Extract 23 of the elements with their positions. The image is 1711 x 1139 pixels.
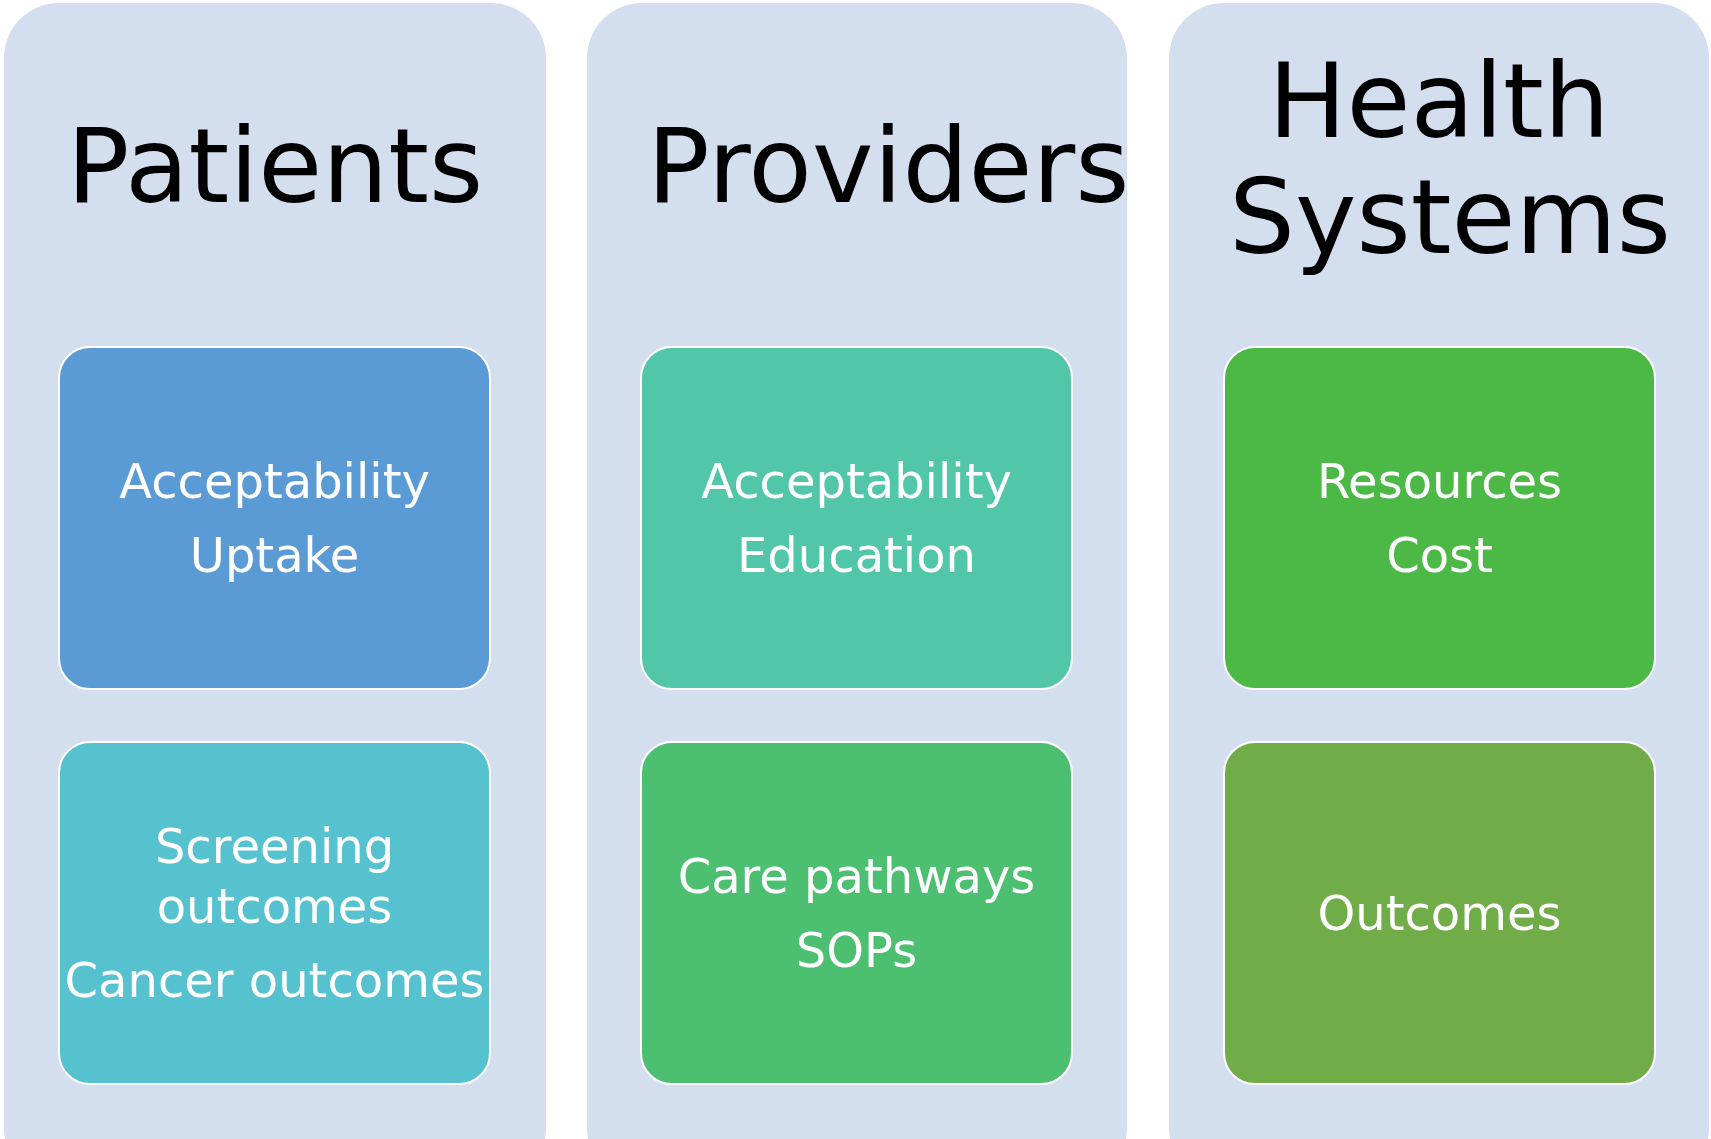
box-text: Screening outcomes bbox=[153, 817, 396, 936]
box-text: Care pathways bbox=[676, 847, 1037, 906]
box-text: Uptake bbox=[188, 526, 361, 585]
column-panel bbox=[587, 3, 1127, 1139]
column-heading: Patients bbox=[65, 108, 485, 225]
box-text: SOPs bbox=[794, 921, 919, 980]
column-panel bbox=[4, 3, 546, 1139]
category-box bbox=[1223, 346, 1656, 690]
category-box bbox=[1223, 741, 1656, 1085]
column-heading: Providers bbox=[646, 108, 1127, 225]
column-panel bbox=[1169, 3, 1709, 1139]
column-heading: Health Systems bbox=[1228, 43, 1672, 276]
category-box bbox=[640, 741, 1073, 1085]
box-text: Cancer outcomes bbox=[63, 951, 486, 1010]
category-box bbox=[58, 741, 491, 1085]
box-text: Outcomes bbox=[1316, 884, 1563, 943]
box-text: Cost bbox=[1385, 526, 1494, 585]
box-text: Acceptability bbox=[118, 452, 431, 511]
category-box bbox=[640, 346, 1073, 690]
category-box bbox=[58, 346, 491, 690]
box-text: Education bbox=[736, 526, 977, 585]
box-text: Resources bbox=[1315, 452, 1564, 511]
box-text: Acceptability bbox=[700, 452, 1013, 511]
